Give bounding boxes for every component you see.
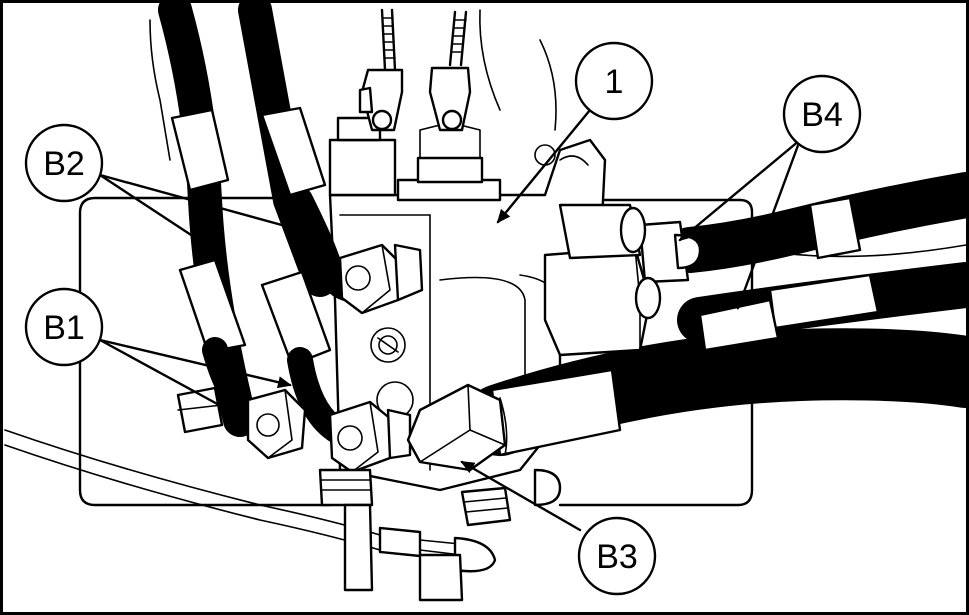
mounting-plate xyxy=(78,9,754,507)
leader-b1-a xyxy=(98,338,234,414)
callout-b3: B3 xyxy=(577,516,657,596)
leader-b2-b xyxy=(98,173,302,233)
callout-b4-label: B4 xyxy=(801,96,843,134)
control-rods xyxy=(358,8,472,132)
callout-1: 1 xyxy=(574,41,654,121)
callout-b1-label: B1 xyxy=(43,309,85,347)
leader-b2-a xyxy=(98,173,222,256)
right-hoses xyxy=(543,172,966,357)
bottom-fittings xyxy=(318,468,562,602)
b3-hose xyxy=(406,328,966,472)
leader-b4-a xyxy=(678,138,802,242)
callout-1-label: 1 xyxy=(605,63,624,101)
leader-lines xyxy=(98,108,802,532)
callout-b2: B2 xyxy=(24,123,104,203)
callout-b2-label: B2 xyxy=(43,145,85,183)
callout-b3-label: B3 xyxy=(596,538,638,576)
leader-b1-b xyxy=(98,338,292,389)
diagram-svg: 1 B2 B1 B3 B4 xyxy=(4,3,966,602)
left-fittings xyxy=(176,243,424,474)
callout-b1: B1 xyxy=(24,287,104,367)
callout-b4: B4 xyxy=(782,74,862,154)
leader-1 xyxy=(496,108,592,224)
leader-b4-b xyxy=(736,138,802,310)
leader-b3 xyxy=(460,460,582,532)
